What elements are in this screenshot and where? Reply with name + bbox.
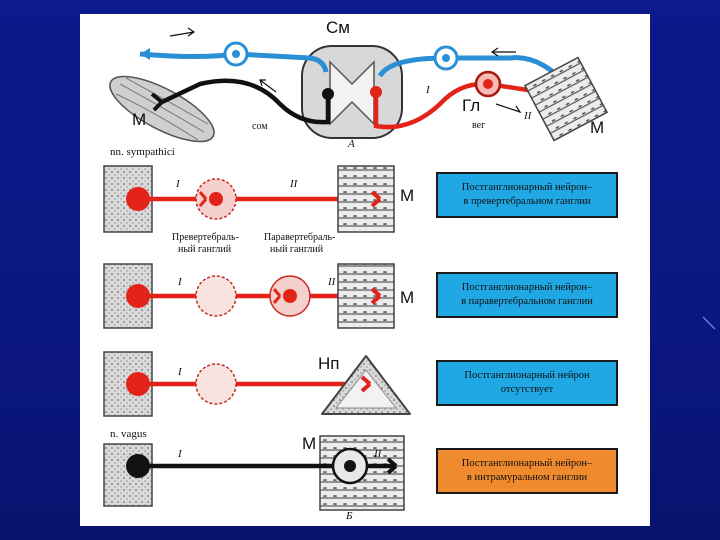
label-row1-i: I	[176, 178, 180, 190]
info-box-text-2a: Постганглионарный нейрон–	[461, 282, 593, 293]
label-section-a: А	[348, 138, 355, 150]
info-box-text-3a: Постганглионарный нейрон	[464, 370, 590, 381]
row2-effector-muscle	[337, 263, 395, 329]
label-sympathici: nn. sympathici	[110, 146, 175, 158]
label-muscle-right: М	[590, 118, 605, 137]
row-prevertebral	[103, 165, 395, 233]
info-box-text-1a: Постганглионарный нейрон–	[461, 182, 593, 193]
label-row4-i: I	[178, 448, 182, 460]
info-box-intramural: Постганглионарный нейрон– в интрамуральн…	[436, 448, 618, 494]
label-paravertebral-1: Паравертебраль-	[264, 232, 336, 243]
label-row1-m: М	[400, 186, 415, 205]
label-row3-np: Нп	[318, 354, 340, 373]
label-row3-i: I	[178, 366, 182, 378]
label-row2-i: I	[178, 276, 182, 288]
sensory-fiber-right	[377, 55, 572, 90]
info-box-text-1b: в превертебральном ганглии	[463, 196, 591, 207]
label-ganglion: Гл	[462, 96, 481, 115]
label-paravertebral-2: ный ганглий	[270, 244, 324, 255]
label-row1-ii: II	[290, 178, 298, 190]
label-top-i: I	[426, 84, 430, 96]
label-vegetative: вег	[472, 120, 486, 131]
somatic-motor-fiber	[161, 78, 331, 125]
label-section-b: Б	[346, 510, 353, 522]
row-paravertebral	[103, 263, 395, 329]
info-box-text-3b: отсутствует	[500, 384, 554, 395]
label-spinal-cord: См	[326, 18, 350, 37]
row-no-postganglionic	[103, 351, 411, 417]
label-prevertebral-1: Превертебраль-	[172, 232, 239, 243]
section-a	[109, 27, 609, 143]
label-top-ii: II	[524, 110, 532, 122]
smooth-muscle-top	[523, 56, 609, 142]
info-box-paravertebral: Постганглионарный нейрон– в паравертебра…	[436, 272, 618, 318]
label-row4-ii: II	[374, 448, 382, 460]
info-box-text-4a: Постганглионарный нейрон–	[461, 458, 593, 469]
row-vagus-intramural	[103, 435, 405, 511]
label-row4-m: М	[302, 434, 317, 453]
row1-effector-muscle	[337, 165, 395, 233]
skeletal-muscle-left	[109, 75, 215, 143]
info-box-absent: Постганглионарный нейрон отсутствует	[436, 360, 618, 406]
label-row2-m: М	[400, 288, 415, 307]
autonomic-reflex-diagram	[103, 27, 609, 511]
label-prevertebral-2: ный ганглий	[178, 244, 232, 255]
label-muscle-left: М	[132, 110, 147, 129]
info-box-prevertebral: Постганглионарный нейрон– в превертебрал…	[436, 172, 618, 218]
info-box-text-2b: в паравертебральном ганглии	[461, 296, 593, 307]
slide-corner-decoration	[702, 316, 716, 330]
label-somatic: сом	[252, 121, 268, 132]
label-vagus: n. vagus	[110, 428, 147, 440]
label-row2-ii: II	[328, 276, 336, 288]
diagram-panel: См М сом А Гл вег I II М nn. sympathici …	[80, 14, 650, 526]
info-box-text-4b: в интрамуральном ганглии	[466, 472, 588, 483]
